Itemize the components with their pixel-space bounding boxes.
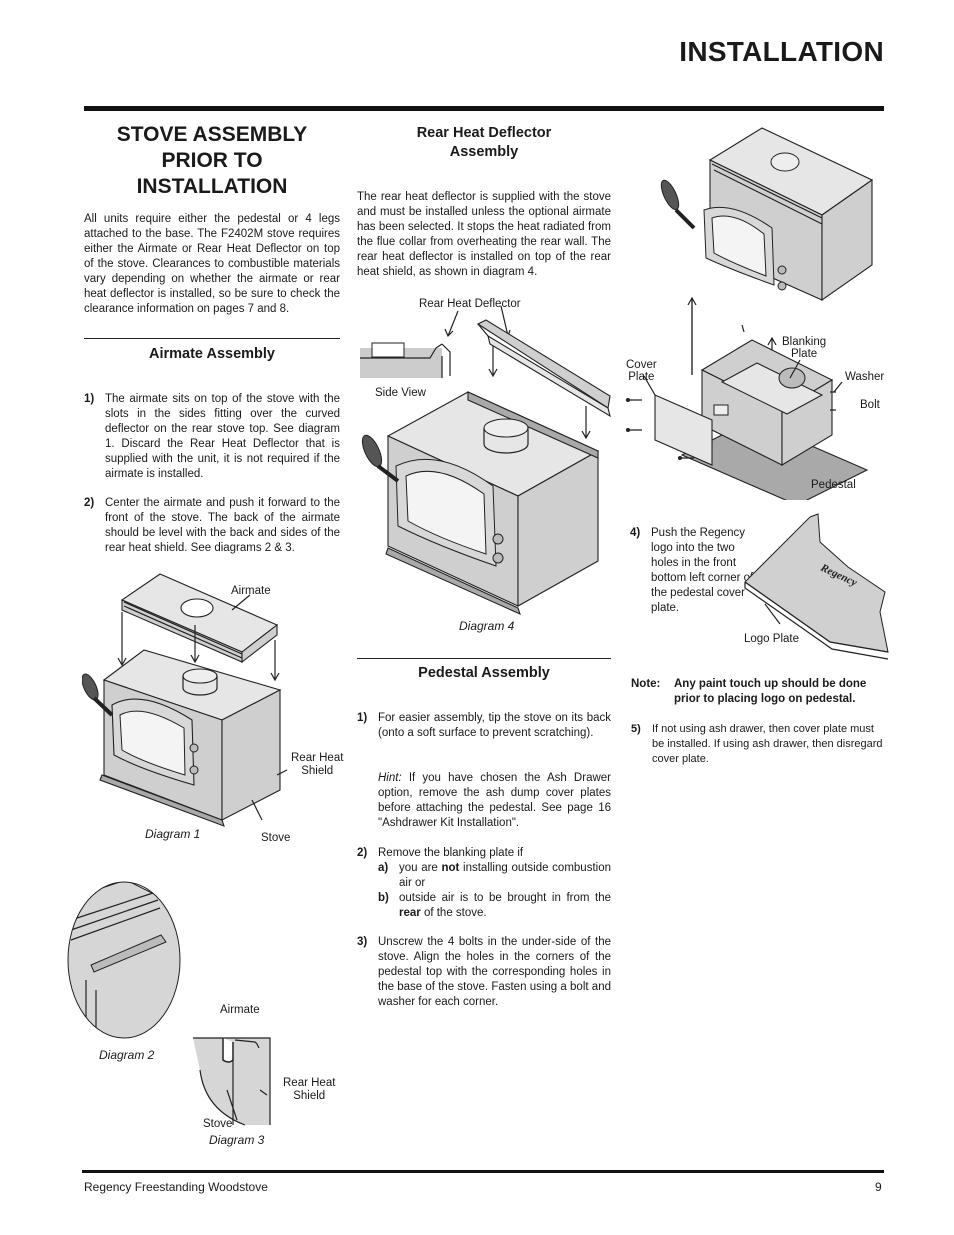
step-text: Push the Regency logo into the two holes… xyxy=(651,527,754,614)
diagram-5-illustration xyxy=(626,127,874,500)
step-number: 1) xyxy=(84,393,95,405)
diagram-5-cover-plate-label: Cover Plate xyxy=(626,359,657,383)
diagram-4-deflector-label: Rear Heat Deflector xyxy=(419,298,521,310)
diagram-1-airmate-label: Airmate xyxy=(231,585,271,597)
hint-text: If you have chosen the Ash Drawer option… xyxy=(378,772,611,829)
pedestal-step-5: 5) If not using ash drawer, then cover p… xyxy=(631,722,887,767)
footer-title: Regency Freestanding Woodstove xyxy=(84,1180,268,1194)
page-title: INSTALLATION xyxy=(679,36,884,67)
airmate-step-2: 2) Center the airmate and push it forwar… xyxy=(84,496,340,556)
intro-paragraph: All units require either the pedestal or… xyxy=(84,213,340,315)
text-pre: outside air is to be brought in from the xyxy=(399,892,611,904)
step-text: you are not installing outside combustio… xyxy=(399,861,611,891)
text-post: of the stove. xyxy=(420,907,487,919)
pedestal-step-3: 3) Unscrew the 4 bolts in the under-side… xyxy=(357,935,611,1010)
diagram-1-rear-heat-shield-label: Rear Heat Shield xyxy=(291,752,343,778)
step-number: 2) xyxy=(84,497,95,509)
paint-note: Note: Any paint touch up should be done … xyxy=(631,677,891,707)
diagram-3-airmate-label: Airmate xyxy=(220,1004,260,1016)
step-text: If not using ash drawer, then cover plat… xyxy=(652,723,883,765)
section-title-line-2: PRIOR TO xyxy=(161,149,263,172)
diagram-1-illustration xyxy=(82,573,288,827)
step-text: Remove the blanking plate if xyxy=(378,847,524,859)
footer-rule xyxy=(82,1170,884,1173)
text-bold: rear xyxy=(399,907,421,919)
heading-line-1: Rear Heat Deflector xyxy=(416,125,552,141)
section-title-line-1: STOVE ASSEMBLY xyxy=(116,123,308,146)
label-line-1: Cover xyxy=(626,359,657,371)
step-letter: a) xyxy=(378,862,389,874)
page-number: 9 xyxy=(875,1180,882,1194)
label-line-2: Shield xyxy=(293,1090,326,1102)
logo-plate-illustration: Regency xyxy=(744,513,889,660)
section-title-line-3: INSTALLATION xyxy=(136,175,288,198)
airmate-rule xyxy=(84,338,340,339)
diagram-3-caption: Diagram 3 xyxy=(209,1133,265,1147)
airmate-step-1: 1) The airmate sits on top of the stove … xyxy=(84,392,340,482)
diagram-1-caption: Diagram 1 xyxy=(145,827,201,841)
diagram-3-illustration xyxy=(193,1037,271,1126)
text-pre: you are xyxy=(399,862,442,874)
header-rule xyxy=(84,106,884,111)
diagram-4-caption: Diagram 4 xyxy=(459,619,515,633)
diagram-5-blanking-plate-label: Blanking Plate xyxy=(782,336,826,360)
diagram-2-caption: Diagram 2 xyxy=(99,1048,155,1062)
text-post: installing outside combustion air or xyxy=(399,862,611,889)
diagram-4-side-view-label: Side View xyxy=(375,387,426,399)
pedestal-rule xyxy=(357,658,611,659)
airmate-heading: Airmate Assembly xyxy=(149,346,275,362)
label-line-2: Plate xyxy=(790,348,818,360)
label-line-1: Rear Heat xyxy=(291,752,344,764)
diagram-3-rear-heat-shield-label: Rear Heat Shield xyxy=(283,1077,335,1103)
note-text: Any paint touch up should be done prior … xyxy=(674,678,867,705)
step-text: Unscrew the 4 bolts in the under-side of… xyxy=(378,936,611,1008)
label-line-2: Shield xyxy=(301,765,334,777)
pedestal-step-2a: a) you are not installing outside combus… xyxy=(378,861,611,891)
note-label: Note: xyxy=(631,678,661,690)
step-number: 3) xyxy=(357,936,368,948)
step-number: 5) xyxy=(631,723,641,735)
pedestal-step-1: 1) For easier assembly, tip the stove on… xyxy=(357,711,611,741)
diagram-2-illustration xyxy=(67,881,181,1039)
pedestal-step-4: 4) Push the Regency logo into the two ho… xyxy=(630,526,764,616)
text-bold: not xyxy=(441,862,460,874)
section-title: STOVE ASSEMBLY PRIOR TO INSTALLATION xyxy=(84,122,340,200)
pedestal-step-2: 2) Remove the blanking plate if xyxy=(357,846,611,861)
diagram-3-stove-label: Stove xyxy=(203,1118,233,1130)
step-number: 4) xyxy=(630,527,641,539)
label-line-1: Blanking xyxy=(782,336,827,348)
diagram-5-pedestal-label: Pedestal xyxy=(811,479,856,491)
step-letter: b) xyxy=(378,892,389,904)
step-number: 1) xyxy=(357,712,368,724)
pedestal-hint: Hint: If you have chosen the Ash Drawer … xyxy=(378,771,611,831)
diagram-5-bolt-label: Bolt xyxy=(860,399,880,411)
step-text: outside air is to be brought in from the… xyxy=(399,891,611,921)
pedestal-heading: Pedestal Assembly xyxy=(418,665,550,681)
pedestal-step-2b: b) outside air is to be brought in from … xyxy=(378,891,611,921)
step-number: 2) xyxy=(357,847,368,859)
diagram-1-stove-label: Stove xyxy=(261,832,291,844)
logo-plate-label: Logo Plate xyxy=(744,633,799,645)
hint-label: Hint: xyxy=(378,772,402,784)
label-line-2: Plate xyxy=(628,371,655,383)
diagram-4-illustration xyxy=(360,305,611,616)
step-text: Center the airmate and push it forward t… xyxy=(105,497,340,554)
rear-deflector-paragraph: The rear heat deflector is supplied with… xyxy=(357,191,611,278)
step-text: For easier assembly, tip the stove on it… xyxy=(378,712,611,739)
step-text: The airmate sits on top of the stove wit… xyxy=(105,393,340,480)
diagram-5-washer-label: Washer xyxy=(845,371,885,383)
label-line-1: Rear Heat xyxy=(283,1077,336,1089)
heading-line-2: Assembly xyxy=(449,144,519,160)
rear-deflector-heading: Rear Heat Deflector Assembly xyxy=(357,124,611,162)
